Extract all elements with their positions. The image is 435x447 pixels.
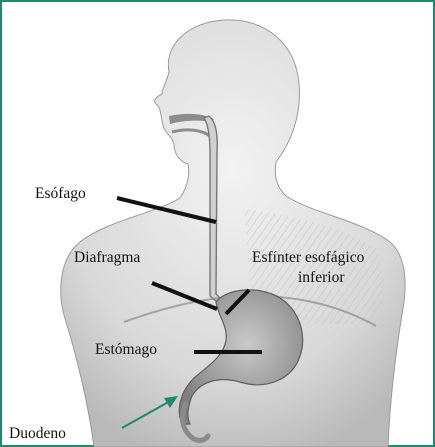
label-diafragma: Diafragma bbox=[74, 249, 140, 267]
body-silhouette bbox=[61, 20, 405, 447]
label-esfinter-line1: Esfínter esofágico bbox=[252, 249, 364, 267]
label-esofago: Esófago bbox=[35, 185, 86, 203]
label-esfinter-line2: inferior bbox=[298, 269, 344, 287]
digestive-diagram bbox=[4, 4, 435, 447]
label-duodeno: Duodeno bbox=[9, 425, 66, 443]
label-estomago: Estómago bbox=[95, 341, 157, 359]
